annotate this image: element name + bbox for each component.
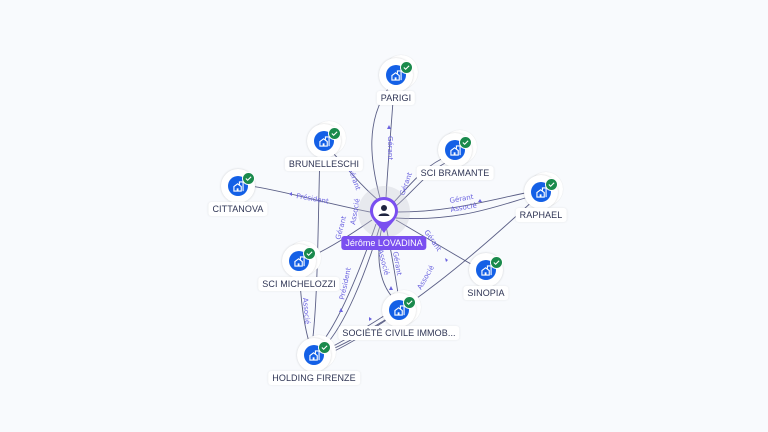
verified-check-icon: [490, 256, 503, 269]
node-label: HOLDING FIRENZE: [268, 371, 360, 385]
verified-check-icon: [545, 178, 558, 191]
edge-raphael: [397, 191, 531, 213]
node-label: SCI MICHELOZZI: [258, 277, 340, 291]
verified-check-icon: [403, 296, 416, 309]
arrow-icon: [289, 192, 292, 196]
node-label: CITTANOVA: [208, 202, 268, 216]
node-label: SCI BRAMANTE: [416, 166, 494, 180]
node-label: BRUNELLESCHI: [284, 157, 364, 171]
verified-check-icon: [459, 136, 472, 149]
verified-check-icon: [303, 247, 316, 260]
edge-cittanova: [249, 185, 371, 213]
node-label: SINOPIA: [463, 286, 509, 300]
arrow-icon: [478, 199, 482, 202]
edge-label-associe-holding: Associé: [301, 297, 311, 324]
arrow-icon: [387, 125, 391, 129]
arrow-icon: [389, 286, 393, 290]
verified-check-icon: [242, 172, 255, 185]
edge-label-president-holding: Président: [338, 267, 353, 301]
arrow-icon: [339, 308, 343, 312]
edge-raphael-2: [395, 195, 533, 220]
node-label: RAPHAEL: [515, 208, 567, 222]
node-label: SOCIÉTÉ CIVILE IMMOB...: [338, 326, 460, 340]
verified-check-icon: [400, 61, 413, 74]
node-label: PARIGI: [376, 91, 416, 105]
edge-label-associe-sinopia: Associé: [416, 264, 436, 291]
map-pin-person-icon: [370, 197, 398, 233]
verified-check-icon: [318, 341, 331, 354]
arrow-icon: [369, 317, 372, 321]
edge-label-gerant-parigi: Gérant: [386, 136, 394, 160]
edge-label-president-cittanova: Président: [296, 192, 330, 206]
verified-check-icon: [328, 127, 341, 140]
edge-label-associe-societe: Associé: [376, 248, 391, 276]
person-label: Jérôme LOVADINA: [341, 236, 427, 250]
arrow-icon: [445, 258, 448, 262]
